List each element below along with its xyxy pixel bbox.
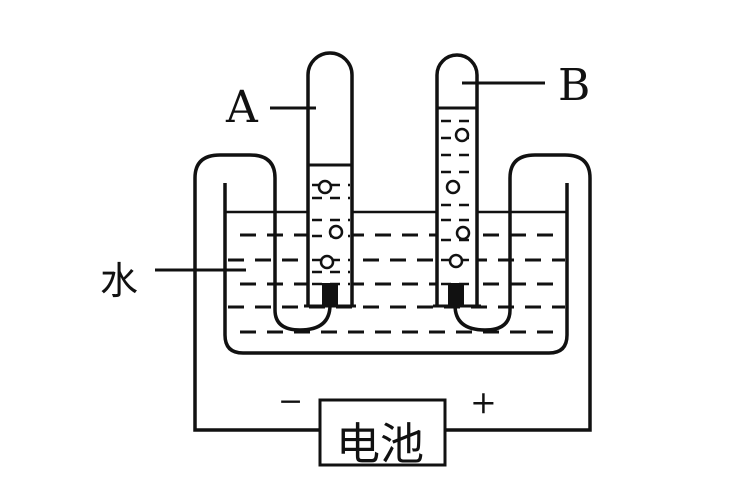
electrode-a bbox=[322, 283, 338, 306]
label-plus: + bbox=[470, 383, 497, 421]
tube-b bbox=[435, 53, 479, 305]
wire-positive bbox=[445, 153, 592, 432]
battery-label: 电池 bbox=[336, 419, 424, 470]
label-tube-a: A bbox=[226, 82, 258, 133]
tube-a bbox=[306, 51, 354, 305]
wire-negative bbox=[193, 153, 332, 432]
label-minus: − bbox=[278, 384, 304, 419]
electrode-b bbox=[448, 283, 464, 306]
battery-box bbox=[318, 398, 447, 467]
water-dashes bbox=[228, 233, 565, 334]
water-container bbox=[223, 183, 569, 355]
label-tube-b: B bbox=[558, 60, 591, 111]
label-water: 水 bbox=[100, 259, 139, 303]
